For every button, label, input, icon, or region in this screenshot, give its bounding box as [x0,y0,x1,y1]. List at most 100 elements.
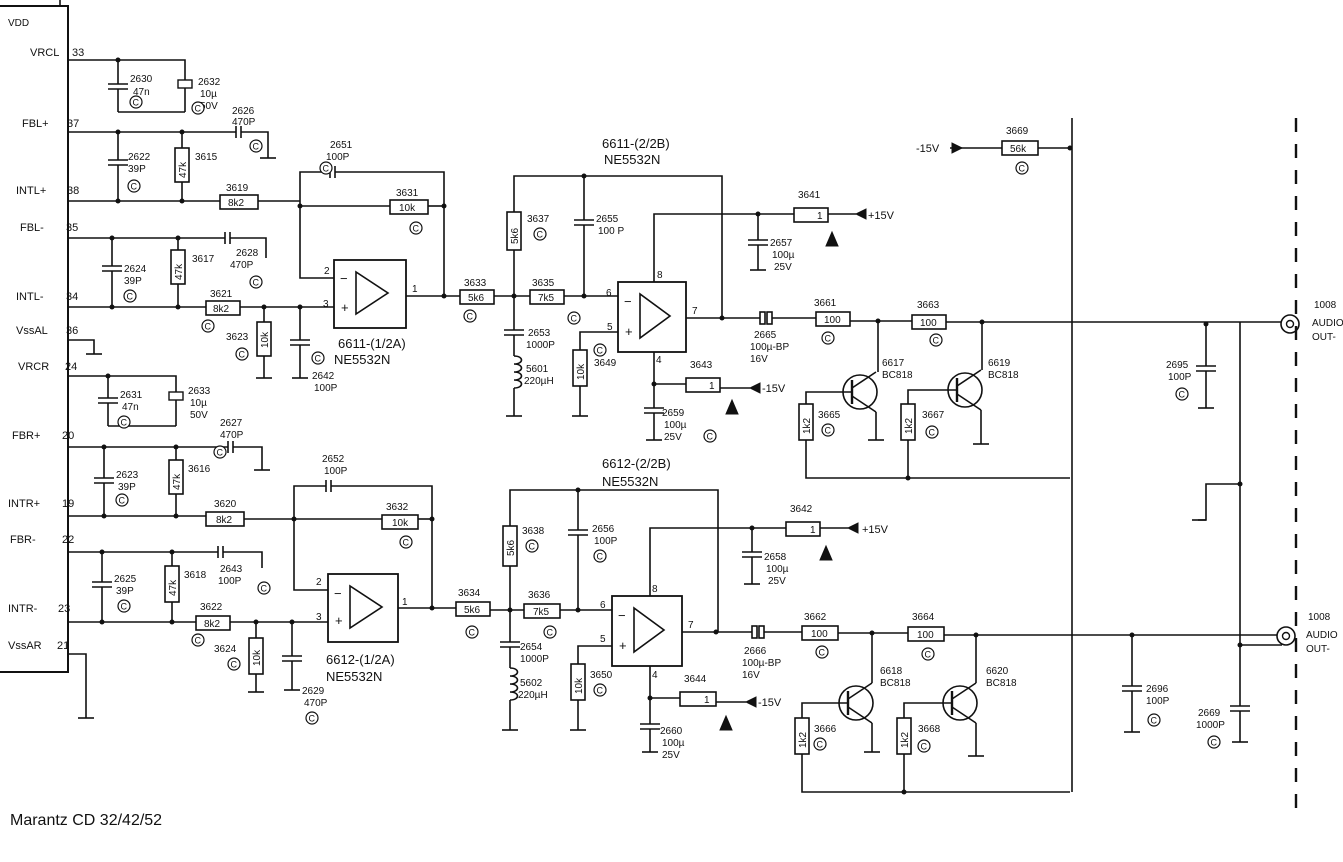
pin-8: 8 [657,270,663,281]
opamp-type: NE5532N [326,669,382,684]
cap-ref: 2653 [528,328,551,339]
class-mark-circle [465,625,479,639]
res-value: 1k2 [802,417,813,434]
opamp-ref: 6612-(2/2B) [602,456,671,471]
pin-2: 2 [324,266,330,277]
trans-type: BC818 [882,370,913,381]
res-value: 8k2 [204,619,221,630]
cap-value: 100P [218,576,242,587]
class-mark-letter: C [1211,738,1218,748]
class-mark-letter: C [1019,164,1026,174]
res-ref: 3667 [922,410,945,421]
class-mark-circle [921,647,935,661]
cap-ref: 2623 [116,470,139,481]
ind-value: 220µH [524,376,554,387]
cap-value: 100P [324,466,348,477]
res-value: 100 [917,630,934,641]
supply-pos: +15V [868,210,895,222]
res-value: 1 [817,211,823,222]
class-mark-letter: C [597,346,604,356]
pin-number: 23 [58,603,70,615]
class-mark-letter: C [217,448,224,458]
opamp-type: NE5532N [334,352,390,367]
cap-ref: 2627 [220,418,243,429]
class-mark-letter: C [571,314,578,324]
cap-ref: 2651 [330,140,353,151]
pin-number: 37 [67,118,79,130]
pin-name: INTR+ [8,498,40,510]
cap-value: 470P [230,260,254,271]
res-ref: 3635 [532,278,555,289]
class-mark-letter: C [133,98,140,108]
trans-ref: 6620 [986,666,1009,677]
cap-value: 470P [220,430,244,441]
res-value: 8k2 [213,304,230,315]
class-mark-letter: C [261,584,268,594]
class-mark-circle [929,333,943,347]
class-mark-circle [1175,387,1189,401]
pin-4: 4 [656,355,662,366]
cap-ref: 2659 [662,408,685,419]
res-value: 10k [576,363,587,380]
cap-value: 100µ [772,250,795,261]
svg-text:−: − [624,294,632,309]
cap-value: 10µ [190,398,207,409]
res-ref: 3621 [210,289,233,300]
trans-ref: 6617 [882,358,905,369]
class-mark-letter: C [825,334,832,344]
res-value: 100 [920,318,937,329]
dac-ic-body [0,5,69,673]
pin-name: FBR- [10,534,36,546]
cap-value: 470P [232,117,256,128]
opamp-ref: 6611-(2/2B) [602,136,670,151]
res-ref: 3666 [814,724,837,735]
cap-value: 100P [1168,372,1192,383]
cap-value: 100P [1146,696,1170,707]
class-mark-circle [917,739,931,753]
res-ref: 3669 [1006,126,1029,137]
svg-text:-15V: -15V [758,697,782,709]
res-ref: 3664 [912,612,935,623]
class-mark-letter: C [597,686,604,696]
ic-pin-labels: VDD VRCL 33 FBL+ 37 INTL+ 38 FBL- 35 INT… [8,18,84,652]
svg-text:7: 7 [688,620,694,631]
res-value: 5k6 [468,293,485,304]
res-ref: 3618 [184,570,207,581]
class-mark-letter: C [469,628,476,638]
cap-ref: 2626 [232,106,255,117]
cap-value: 47n [122,402,139,413]
class-mark-letter: C [119,496,126,506]
trans-type: BC818 [880,678,911,689]
res-value: 8k2 [216,515,233,526]
class-mark-letter: C [403,538,410,548]
pin-1: 1 [412,284,418,295]
class-mark-letter: C [231,660,238,670]
res-ref: 3649 [594,358,617,369]
res-value: 56k [1010,144,1027,155]
class-mark-letter: C [239,350,246,360]
cap-value: 1000P [526,340,555,351]
res-ref: 3642 [790,504,813,515]
svg-text:−: − [334,586,342,601]
svg-text:-15V: -15V [916,143,940,155]
class-mark-circle [815,645,829,659]
class-mark-circle [463,309,477,323]
svg-text:3: 3 [316,612,322,623]
res-value: 1k2 [904,417,915,434]
svg-text:+: + [341,300,349,315]
ind-ref: 5601 [526,364,549,375]
cap-value: 50V [190,410,208,421]
res-ref: 3665 [818,410,841,421]
class-mark-circle [319,161,333,175]
res-ref: 3634 [458,588,481,599]
res-ref: 3663 [917,300,940,311]
class-mark-letter: C [925,650,932,660]
res-value: 10k [260,331,271,348]
res-value: 10k [252,649,263,666]
res-value: 47k [178,161,189,178]
res-ref: 3644 [684,674,707,685]
res-ref: 3638 [522,526,545,537]
res-value: 5k6 [510,227,521,244]
class-mark-circle [213,445,227,459]
